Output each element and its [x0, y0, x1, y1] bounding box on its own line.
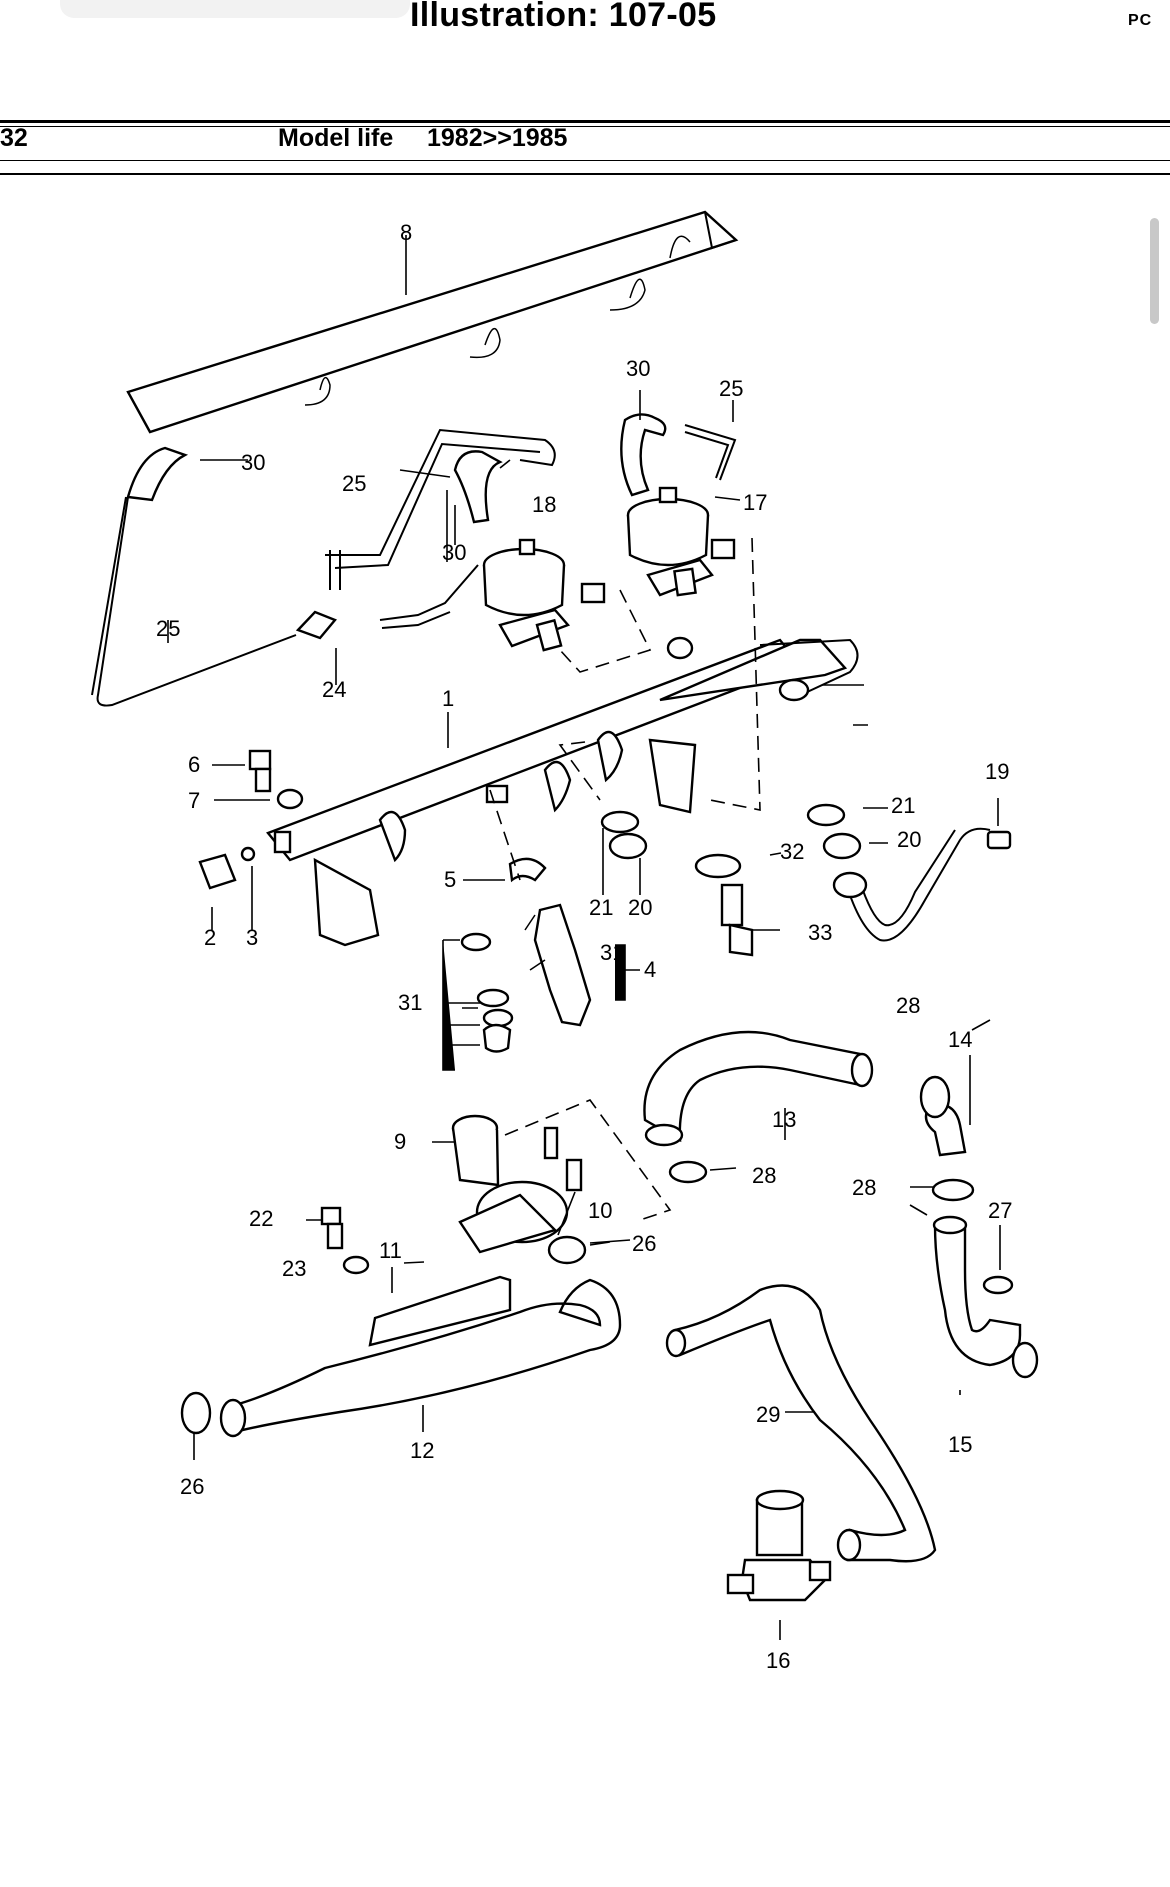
label-10: 10 [588, 1198, 612, 1223]
label-4: 4 [644, 957, 656, 982]
label-8: 8 [400, 220, 412, 245]
label-21b: 21 [589, 895, 613, 920]
fuel-distributor-rail [266, 636, 859, 947]
browser-tab-strip [60, 0, 410, 18]
header-top-rule-thin [0, 126, 1170, 127]
label-29: 29 [756, 1402, 780, 1427]
label-14: 14 [948, 1027, 972, 1052]
label-21a: 21 [891, 793, 915, 818]
label-30c: 30 [626, 356, 650, 381]
label-28b: 28 [752, 1163, 776, 1188]
label-2: 2 [204, 925, 216, 950]
hose-clamps [180, 1075, 1014, 1435]
label-16: 16 [766, 1648, 790, 1673]
label-25a: 25 [342, 471, 366, 496]
label-24: 24 [322, 677, 346, 702]
label-27: 27 [988, 1198, 1012, 1223]
label-22: 22 [249, 1206, 273, 1231]
header-bottom-rule-thin [0, 160, 1170, 161]
label-5: 5 [444, 867, 456, 892]
label-20b: 20 [628, 895, 652, 920]
label-30a: 30 [241, 450, 265, 475]
label-17: 17 [743, 490, 767, 515]
model-life-label: Model life [278, 124, 394, 152]
label-7: 7 [188, 788, 200, 813]
header-bottom-rule [0, 173, 1170, 175]
label-26b: 26 [632, 1231, 656, 1256]
label-28a: 28 [896, 993, 920, 1018]
model-life-value: 1982>>1985 [427, 124, 568, 152]
label-23: 23 [282, 1256, 306, 1281]
label-28c: 28 [852, 1175, 876, 1200]
label-12: 12 [410, 1438, 434, 1463]
label-6: 6 [188, 752, 200, 777]
label-32: 32 [780, 839, 804, 864]
label-31a: 31 [600, 940, 624, 965]
label-26a: 26 [180, 1474, 204, 1499]
label-15: 15 [948, 1432, 972, 1457]
illustration-title: Illustration: 107-05 [410, 0, 717, 34]
label-25c: 25 [719, 376, 743, 401]
brand-logo-fragment: PC [1128, 12, 1153, 29]
callout-labels: 8 1 2 3 4 5 6 7 9 10 11 12 13 14 15 16 1… [156, 220, 1012, 1673]
pressure-regulator-18 [482, 538, 606, 652]
assembly-leaders [489, 537, 761, 1221]
label-13: 13 [772, 1107, 796, 1132]
hoses [219, 1030, 1039, 1563]
thermo-switch-16 [726, 1489, 832, 1602]
label-9: 9 [394, 1129, 406, 1154]
label-31b: 31 [398, 990, 422, 1015]
label-19: 19 [985, 759, 1009, 784]
label-25b: 25 [156, 616, 180, 641]
label-1: 1 [442, 686, 454, 711]
fuel-line-19 [832, 827, 1012, 942]
left-code-fragment: 32 [0, 124, 28, 152]
label-33: 33 [808, 920, 832, 945]
aux-air-valve [451, 1114, 583, 1254]
vacuum-hose-set [91, 413, 737, 707]
label-11: 11 [379, 1238, 402, 1263]
label-18: 18 [532, 492, 556, 517]
label-20a: 20 [897, 827, 921, 852]
header-top-rule [0, 120, 1170, 123]
label-30b: 30 [442, 540, 466, 565]
pressure-regulator-17 [626, 486, 736, 597]
leader-lines [167, 235, 1001, 1640]
fuel-line-cover-rail [126, 210, 739, 434]
fuel-injector [460, 903, 592, 1053]
label-3: 3 [246, 925, 258, 950]
small-hardware [198, 749, 862, 1347]
scrollbar-thumb[interactable] [1150, 218, 1159, 324]
